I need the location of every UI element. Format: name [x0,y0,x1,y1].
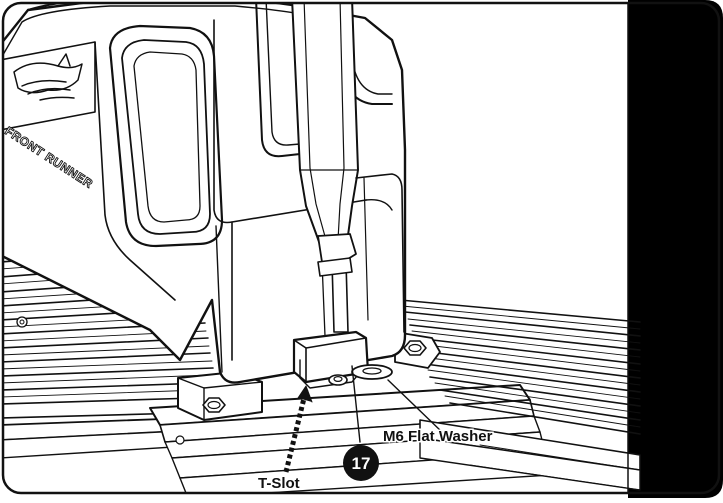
image-frame [1,1,721,495]
callout-labels: T-Slot M6 Flat Washer 17 [257,427,495,494]
step-badge: 17 [343,445,379,481]
mounting-strap [291,3,359,337]
slot-bolt [328,374,348,386]
washer-leader [387,379,443,433]
mounting-feet [177,331,441,421]
side-tab [628,0,723,498]
t-slot-leader [283,389,309,473]
flat-washer [351,364,393,380]
jerry-can-body: FRONT RUNNER [3,3,407,384]
step-leader [351,365,361,443]
washer-label: M6 Flat Washer [383,428,493,445]
step-number: 17 [352,454,371,473]
t-slot-label: T-Slot [258,475,300,492]
jerry-can-handle-recess [108,24,224,248]
hex-bolt-left [202,397,226,413]
hex-bolt-right [403,340,427,356]
rhino-logo-icon [13,53,83,101]
callout-leaders [283,365,443,473]
